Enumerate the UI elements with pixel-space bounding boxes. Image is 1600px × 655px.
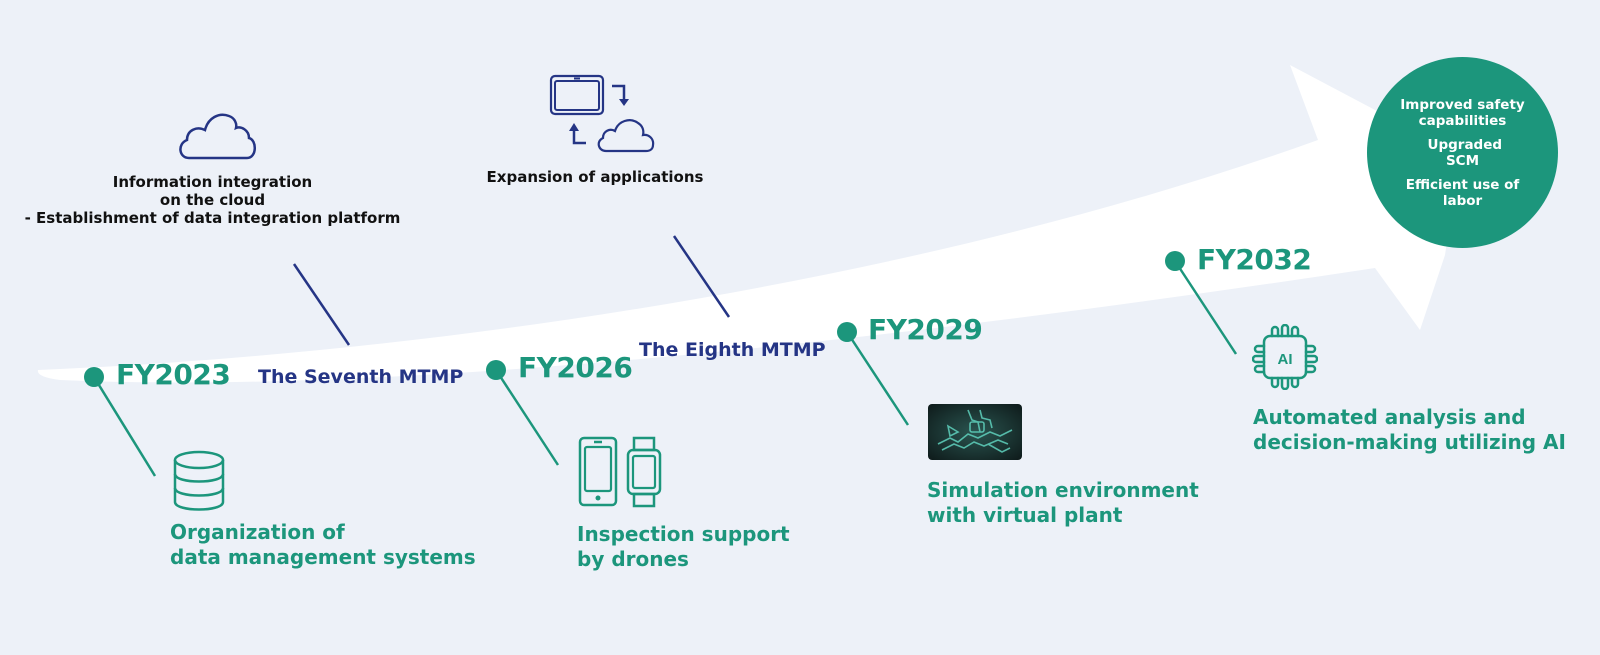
milestone-dot-fy2032: [1165, 251, 1185, 271]
ai-chip-label: AI: [1278, 351, 1293, 368]
caption-line: Information integration: [112, 173, 313, 191]
milestone-year: FY2029: [868, 313, 983, 346]
milestone-year: FY2026: [518, 351, 633, 384]
milestone-caption: Inspection support by drones: [577, 522, 790, 572]
milestone-caption: Automated analysis and decision-making u…: [1253, 405, 1566, 455]
connector-line-fy2026: [494, 369, 560, 466]
milestone-dot-fy2026: [486, 360, 506, 380]
phase-label-eighth: The Eighth MTMP: [639, 339, 826, 361]
connector-line-fy2023: [92, 376, 157, 477]
connector-line-fy2032: [1173, 260, 1238, 355]
goal-item: Upgraded SCM: [1427, 136, 1503, 169]
phase-caption-eighth: Expansion of applications: [470, 168, 720, 186]
milestone-caption: Organization of data management systems: [170, 520, 476, 570]
caption-line: data management systems: [170, 545, 476, 569]
caption-line: - Establishment of data integration plat…: [24, 209, 401, 227]
ai-chip-icon: AI: [1252, 324, 1318, 390]
growth-arrow: [37, 65, 1460, 383]
phase-label-seventh: The Seventh MTMP: [258, 366, 464, 388]
connector-line-fy2029: [845, 331, 910, 426]
milestone-dot-fy2023: [84, 367, 104, 387]
caption-line: on the cloud: [159, 191, 266, 209]
milestone-year: FY2023: [116, 358, 231, 391]
phase-caption-seventh: Information integration on the cloud - E…: [20, 173, 405, 227]
database-icon: [173, 450, 225, 511]
milestone-caption: Simulation environment with virtual plan…: [927, 478, 1199, 528]
connector-line-eighth: [672, 235, 731, 318]
caption-line: with virtual plant: [927, 503, 1123, 527]
virtual-plant-image: [928, 404, 1022, 460]
goal-item: Improved safety capabilities: [1400, 96, 1525, 129]
caption-line: decision-making utilizing AI: [1253, 430, 1566, 454]
caption-line: Simulation environment: [927, 478, 1199, 502]
milestone-dot-fy2029: [837, 322, 857, 342]
tablet-cloud-sync-icon: [549, 74, 655, 153]
caption-line: Expansion of applications: [486, 168, 704, 186]
goal-item: Efficient use of labor: [1405, 176, 1520, 209]
connector-line-seventh: [292, 263, 351, 346]
caption-line: by drones: [577, 547, 689, 571]
cloud-icon: [179, 113, 256, 160]
milestone-year: FY2032: [1197, 243, 1312, 276]
caption-line: Automated analysis and: [1253, 405, 1526, 429]
phone-and-watch-icon: [578, 436, 662, 508]
caption-line: Organization of: [170, 520, 345, 544]
goal-circle: Improved safety capabilities Upgraded SC…: [1367, 57, 1558, 248]
caption-line: Inspection support: [577, 522, 790, 546]
